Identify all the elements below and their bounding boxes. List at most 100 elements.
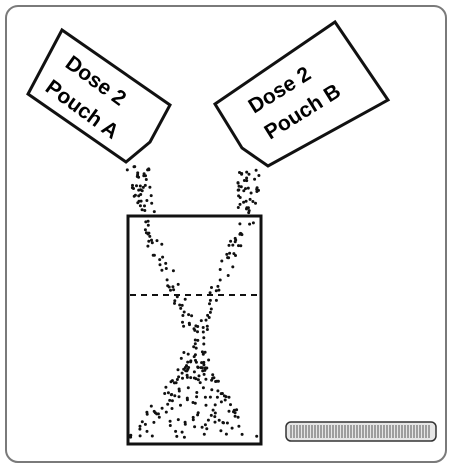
powder-particle — [194, 346, 198, 350]
powder-particle — [146, 223, 150, 227]
powder-particle — [150, 434, 154, 438]
powder-particle — [168, 424, 172, 427]
powder-particle — [147, 239, 151, 243]
powder-particle — [217, 418, 221, 422]
powder-particle — [208, 298, 212, 302]
powder-particle — [214, 298, 218, 302]
powder-particle — [168, 398, 172, 402]
powder-particle — [238, 222, 242, 226]
powder-particle — [232, 408, 236, 412]
powder-particle — [138, 424, 142, 428]
powder-particle — [170, 407, 174, 410]
powder-particle — [174, 429, 178, 433]
powder-particle — [225, 421, 229, 425]
powder-particle — [192, 376, 196, 380]
powder-particle — [146, 219, 150, 223]
powder-particle — [139, 193, 143, 196]
powder-particle — [193, 353, 197, 357]
powder-particle — [207, 358, 211, 362]
powder-particle — [203, 350, 207, 354]
powder-particle — [247, 172, 251, 176]
powder-particle — [145, 429, 149, 433]
powder-particle — [230, 426, 234, 430]
powder-particle — [237, 424, 241, 428]
powder-particle — [167, 285, 171, 289]
powder-particle — [242, 179, 246, 182]
powder-particle — [164, 267, 168, 270]
powder-particle — [158, 258, 162, 262]
powder-particle — [253, 177, 257, 181]
powder-particle — [239, 244, 243, 248]
powder-particle — [205, 324, 209, 328]
powder-particle — [193, 401, 197, 405]
powder-particle — [201, 352, 205, 356]
powder-particle — [150, 238, 153, 242]
powder-particle — [186, 386, 190, 390]
pouch-b-icon — [212, 19, 391, 168]
powder-particle — [227, 409, 231, 413]
powder-particle — [240, 172, 244, 175]
powder-particle — [192, 345, 196, 349]
powder-particle — [202, 372, 206, 376]
powder-particle — [165, 278, 169, 282]
powder-particle — [169, 288, 172, 292]
powder-particle — [218, 268, 222, 271]
powder-particle — [201, 330, 205, 334]
powder-particle — [237, 244, 240, 248]
powder-particle — [181, 376, 184, 380]
powder-particle — [161, 255, 165, 259]
powder-particle — [181, 320, 184, 324]
powder-particle — [218, 278, 222, 282]
powder-particle — [254, 168, 258, 172]
powder-particle — [152, 253, 156, 257]
powder-particle — [211, 376, 215, 380]
powder-particle — [248, 222, 252, 226]
powder-particle — [204, 318, 208, 322]
powder-particle — [190, 314, 194, 318]
powder-particle — [191, 401, 195, 404]
powder-particle — [213, 403, 217, 407]
powder-particle — [185, 396, 189, 400]
powder-particle — [175, 378, 179, 381]
powder-particle — [222, 394, 226, 398]
powder-particle — [148, 185, 152, 189]
powder-particle — [231, 265, 235, 269]
powder-particle — [206, 418, 210, 422]
powder-particle — [204, 377, 208, 381]
powder-particle — [144, 178, 148, 181]
powder-particle — [188, 323, 191, 327]
powder-particle — [202, 363, 206, 367]
powder-particle — [132, 187, 135, 190]
powder-particle — [170, 399, 174, 403]
powder-particle — [158, 263, 162, 267]
powder-particle — [246, 206, 250, 210]
powder-particle — [193, 338, 197, 342]
powder-particle — [196, 330, 199, 334]
powder-particle — [209, 307, 213, 311]
powder-particle — [178, 303, 182, 307]
powder-particle — [231, 243, 235, 247]
powder-particle — [242, 189, 246, 193]
powder-particle — [133, 193, 137, 197]
powder-particle — [150, 201, 154, 205]
powder-particle — [210, 388, 214, 392]
powder-particle — [227, 243, 231, 247]
powder-particle — [138, 427, 142, 431]
powder-particle — [176, 368, 180, 372]
powder-particle — [208, 395, 212, 399]
powder-particle — [207, 316, 211, 319]
powder-particle — [255, 434, 259, 438]
powder-particle — [179, 356, 183, 360]
powder-particle — [186, 360, 190, 364]
powder-particle — [187, 313, 191, 317]
pouch-b: Dose 2 Pouch B — [212, 19, 391, 168]
powder-particle — [209, 413, 213, 417]
powder-particle — [236, 415, 240, 419]
powder-particle — [140, 208, 144, 212]
powder-particle — [200, 350, 204, 354]
powder-particle — [139, 188, 143, 192]
powder-particle — [138, 184, 142, 188]
powder-particle — [219, 400, 223, 404]
powder-particle — [225, 252, 229, 256]
